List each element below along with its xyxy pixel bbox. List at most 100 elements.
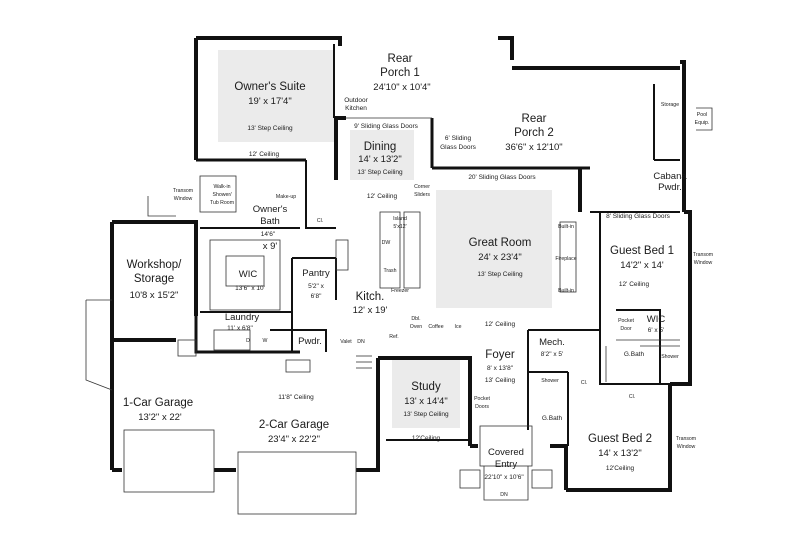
great-room-name: Great Room bbox=[469, 237, 532, 249]
corner-sliders-l2: Sliders bbox=[414, 192, 430, 198]
rear-porch-1-name-l2: Porch 1 bbox=[380, 67, 420, 79]
outdoor-kitchen-l1: Outdoor bbox=[344, 97, 368, 104]
guest-bed-2-dims: 14' x 13'2" bbox=[598, 448, 641, 459]
walk-in-shower-l1: Walk-in bbox=[213, 184, 230, 190]
pantry-name: Pantry bbox=[302, 268, 330, 279]
rear-porch-2-dims: 36'6" x 12'10" bbox=[505, 142, 562, 153]
make-up-label: Make-up bbox=[276, 194, 296, 200]
fixtures bbox=[85, 107, 713, 515]
freezer: Freezer bbox=[391, 288, 409, 294]
foyer-ceiling-12: 12' Ceiling bbox=[485, 321, 516, 328]
suite-ceiling-12: 12' Ceiling bbox=[249, 151, 280, 158]
study-step-ceiling-note: 13' Step Ceiling bbox=[403, 411, 449, 418]
covered-entry-name-l1: Covered bbox=[488, 447, 524, 458]
transom-window-left-l2: Window bbox=[174, 196, 193, 202]
two-car-garage-ceiling: 11'8" Ceiling bbox=[278, 394, 314, 401]
pocket-door-l1: Pocket bbox=[618, 318, 634, 324]
pool-equip-l2: Equip. bbox=[695, 120, 710, 126]
owners-suite-ceiling: 13' Step Ceiling bbox=[247, 125, 293, 132]
transom-window-bottom-l2: Window bbox=[677, 444, 696, 450]
two-car-garage-dims: 23'4" x 22'2" bbox=[268, 434, 320, 445]
dining-name: Dining bbox=[364, 141, 397, 153]
dining-step-ceiling bbox=[350, 130, 414, 180]
foyer-name: Foyer bbox=[485, 349, 515, 361]
kitchen-name: Kitch. bbox=[356, 291, 385, 303]
dining-ceiling: 13' Step Ceiling bbox=[357, 169, 403, 176]
pantry-dims-l1: 5'2" x bbox=[308, 283, 325, 290]
rear-porch-1-name-l1: Rear bbox=[388, 53, 413, 65]
valet: Valet bbox=[340, 339, 352, 345]
rear-porch-2-name-l1: Rear bbox=[522, 113, 547, 125]
owners-bath-name-l1: Owner's bbox=[253, 204, 288, 215]
owners-suite-name: Owner's Suite bbox=[234, 81, 305, 93]
refrigerator: Ref. bbox=[389, 334, 399, 340]
study-ceiling: 12'Ceiling bbox=[412, 435, 441, 442]
transom-window-bottom-l1: Transom bbox=[676, 436, 696, 442]
storage-label: Storage bbox=[661, 102, 679, 108]
covered-entry-dims: 22'10" x 10'6" bbox=[484, 474, 524, 481]
pool-equip-l1: Pool bbox=[697, 112, 707, 118]
g-bath-1: G.Bath bbox=[624, 351, 645, 358]
walk-in-shower-l3: Tub Room bbox=[210, 200, 234, 206]
sliding-doors-20: 20' Sliding Glass Doors bbox=[468, 174, 536, 181]
workshop-dims: 10'8 x 15'2" bbox=[130, 290, 179, 301]
coffee: Coffee bbox=[428, 324, 443, 330]
owners-bath-name-l2: Bath bbox=[260, 216, 280, 227]
mech-name: Mech. bbox=[539, 337, 565, 348]
washer: W bbox=[263, 338, 268, 344]
g-bath-2: G.Bath bbox=[542, 415, 563, 422]
cabana-name-l1: Cabana bbox=[653, 171, 687, 182]
double-oven-l1: Dbl. bbox=[411, 316, 420, 322]
island-l1: Island bbox=[393, 216, 407, 222]
closet-2: Cl. bbox=[581, 380, 587, 386]
interior-walls bbox=[200, 44, 680, 446]
sliding-doors-6-l1: 6' Sliding bbox=[445, 135, 472, 142]
laundry-name: Laundry bbox=[225, 312, 260, 323]
owners-bath-dims-l1: 14'6" bbox=[261, 231, 276, 238]
kitchen-dims: 12' x 19' bbox=[353, 305, 388, 316]
down-stairs-garage: DN bbox=[357, 339, 365, 345]
pocket-doors-l2: Doors bbox=[475, 404, 489, 410]
owners-closet: Cl. bbox=[317, 218, 323, 224]
one-car-garage-name: 1-Car Garage bbox=[123, 397, 193, 409]
built-in-2: Built-in bbox=[558, 288, 574, 294]
island-l2: 5'x12' bbox=[393, 224, 406, 230]
owners-suite-step-ceiling bbox=[218, 50, 334, 142]
two-car-garage-name: 2-Car Garage bbox=[259, 419, 329, 431]
workshop-name-l2: Storage bbox=[134, 273, 174, 285]
dishwasher: DW bbox=[382, 240, 391, 246]
owner-wic-name: WIC bbox=[239, 269, 258, 280]
study-dims: 13' x 14'4" bbox=[404, 396, 447, 407]
rear-porch-1-dims: 24'10" x 10'4" bbox=[373, 82, 430, 93]
guest-wic-name: WIC bbox=[647, 314, 666, 325]
guest-bed-1-dims: 14'2" x 14' bbox=[620, 260, 664, 271]
foyer-dims: 8' x 13'8" bbox=[487, 365, 514, 372]
dryer: D bbox=[246, 338, 250, 344]
guest-bed-2-name: Guest Bed 2 bbox=[588, 433, 652, 445]
guest-bed-2-ceiling: 12'Ceiling bbox=[606, 465, 635, 472]
transom-window-right-l2: Window bbox=[694, 260, 713, 266]
walk-in-shower-l2: Shower/ bbox=[212, 192, 232, 198]
great-room-step-ceiling bbox=[436, 190, 552, 308]
pocket-door-l2: Door bbox=[620, 326, 632, 332]
workshop-name-l1: Workshop/ bbox=[127, 259, 183, 271]
study-step-ceiling bbox=[392, 360, 460, 428]
powder-room: Pwdr. bbox=[298, 336, 322, 347]
laundry-dims: 11' x 6'8" bbox=[227, 325, 253, 332]
covered-entry-name-l2: Entry bbox=[495, 459, 517, 470]
cabana-name-l2: Pwdr. bbox=[658, 182, 682, 193]
one-car-garage-dims: 13'2" x 22' bbox=[138, 412, 182, 423]
shower-guest-1: Shower bbox=[661, 354, 679, 360]
guest-bed-1-name: Guest Bed 1 bbox=[610, 245, 674, 257]
mech-dims: 8'2" x 5' bbox=[541, 351, 564, 358]
owners-bath-dims-l2: x 9' bbox=[263, 241, 278, 252]
pantry-dims-l2: 6'8" bbox=[311, 293, 322, 300]
dining-dims: 14' x 13'2" bbox=[358, 154, 401, 165]
pocket-doors-l1: Pocket bbox=[474, 396, 490, 402]
owners-suite-dims: 19' x 17'4" bbox=[248, 96, 291, 107]
corner-sliders-l1: Corner bbox=[414, 184, 430, 190]
study-name: Study bbox=[411, 381, 441, 393]
double-oven-l2: Oven bbox=[410, 324, 423, 330]
great-room-dims: 24' x 23'4" bbox=[478, 252, 521, 263]
